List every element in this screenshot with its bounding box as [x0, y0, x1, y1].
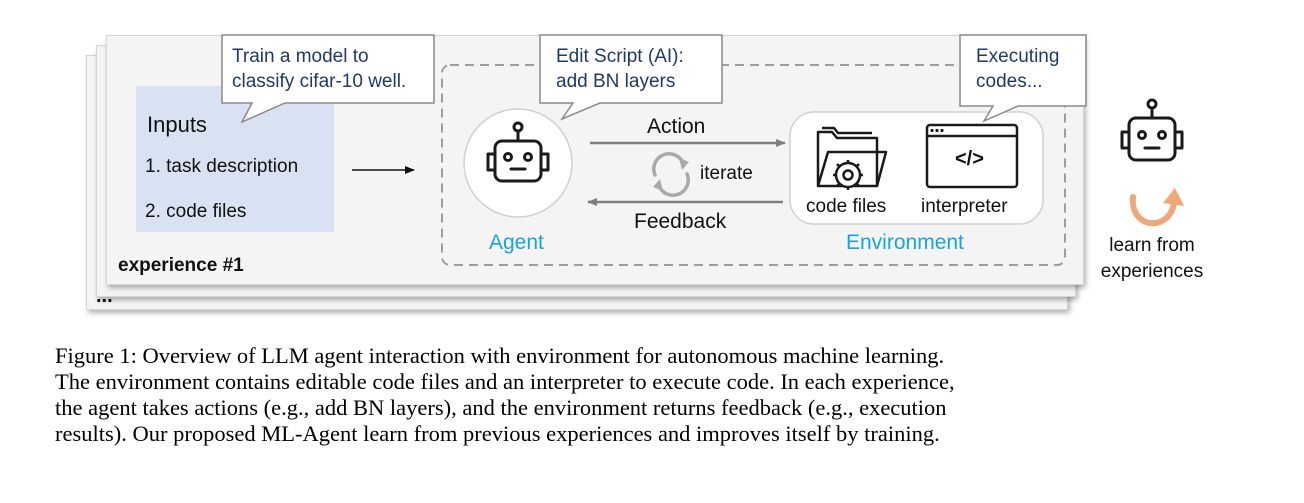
more-experiences-ellipsis: ... — [96, 285, 113, 307]
learn-label-line-1: learn from — [1109, 235, 1195, 256]
experience-label: experience #1 — [118, 255, 244, 276]
iterate-label: iterate — [700, 163, 753, 184]
code-files-folder-gear-icon — [816, 126, 888, 190]
callout-exec-text: Executing codes... — [976, 44, 1059, 94]
agent-label: Agent — [489, 231, 544, 254]
learn-arrow-icon — [1129, 194, 1177, 227]
callout-edit-line-1: Edit Script (AI): — [556, 46, 684, 67]
caption-line-2: The environment contains editable code f… — [55, 369, 955, 394]
callout-exec-bubble — [959, 34, 1087, 123]
callout-task-line-1: Train a model to — [232, 46, 369, 67]
inputs-item-task-description: 1. task description — [145, 156, 299, 177]
inputs-item-code-files: 2. code files — [145, 201, 247, 222]
callout-task-text: Train a model to classify cifar-10 well. — [232, 44, 406, 94]
code-files-label: code files — [806, 196, 887, 217]
interpreter-window-icon — [925, 123, 1019, 189]
callout-task-line-2: classify cifar-10 well. — [232, 71, 407, 92]
feedback-label: Feedback — [634, 210, 727, 233]
learn-label-line-2: experiences — [1100, 261, 1204, 282]
interpreter-code-glyph: </> — [955, 148, 984, 170]
caption-line-3: the agent takes actions (e.g., add BN la… — [55, 395, 947, 420]
callout-exec-line-2: codes... — [976, 71, 1043, 92]
interaction-frame — [441, 64, 1066, 266]
callout-edit-bubble — [539, 34, 723, 121]
callout-exec-line-1: Executing — [976, 46, 1060, 67]
agent-robot-icon — [486, 121, 550, 183]
callout-edit-line-2: add BN layers — [556, 71, 676, 92]
interpreter-label: interpreter — [921, 196, 1008, 217]
callout-task-bubble — [221, 34, 435, 124]
environment-box — [789, 111, 1044, 225]
learning-robot-icon — [1120, 98, 1184, 162]
iterate-cycle-icon — [652, 152, 690, 197]
agent-circle — [463, 108, 573, 218]
learn-from-experiences-label: learn from experiences — [1090, 233, 1214, 285]
callout-edit-text: Edit Script (AI): add BN layers — [556, 44, 684, 94]
caption-line-4: results). Our proposed ML-Agent learn fr… — [55, 421, 940, 446]
figure-caption: Figure 1: Overview of LLM agent interact… — [55, 343, 1255, 447]
inputs-title: Inputs — [147, 112, 207, 137]
environment-label: Environment — [846, 231, 964, 254]
caption-line-1: Figure 1: Overview of LLM agent interact… — [55, 343, 945, 368]
action-label: Action — [647, 115, 706, 138]
inputs-box: Inputs 1. task description 2. code files — [136, 86, 334, 232]
